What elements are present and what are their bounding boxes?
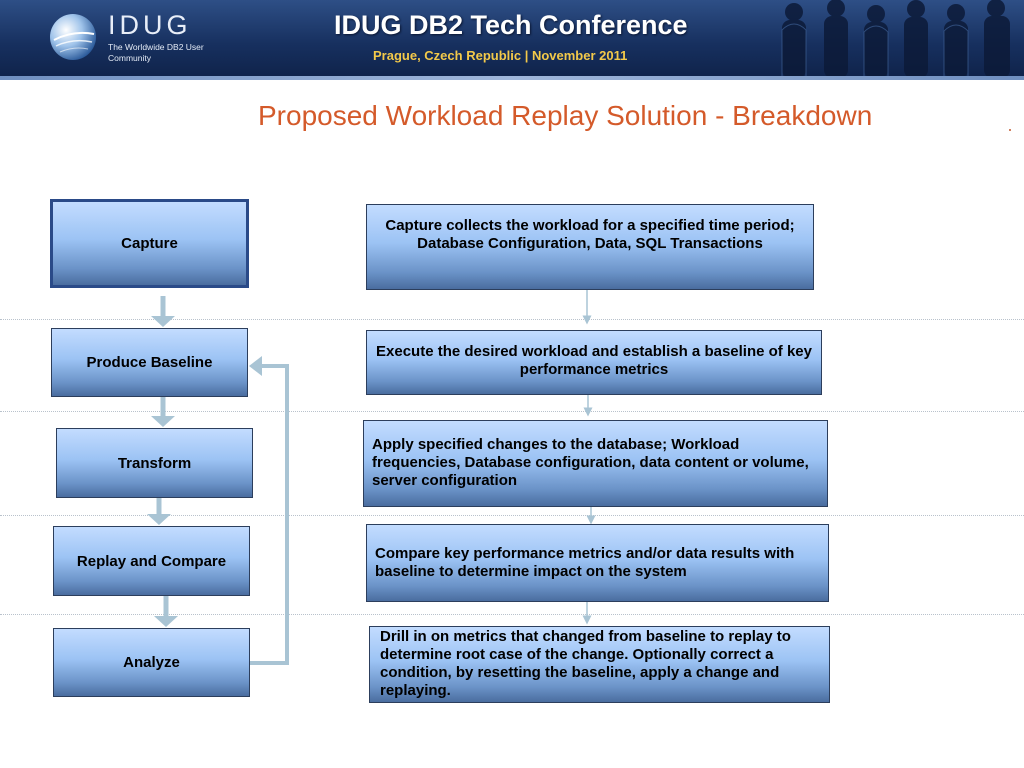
step-label: Analyze: [123, 654, 180, 671]
step-replay-and-compare: Replay and Compare: [53, 526, 250, 596]
conference-title: IDUG DB2 Tech Conference: [334, 10, 688, 40]
description-produce-baseline: Execute the desired workload and establi…: [366, 330, 822, 395]
step-capture: Capture: [50, 199, 249, 288]
idug-logo-tagline: The Worldwide DB2 User Community: [108, 42, 204, 63]
conference-banner: IDUG The Worldwide DB2 User Community ID…: [0, 0, 1024, 80]
step-label: Replay and Compare: [76, 552, 227, 570]
row-separator: [0, 515, 1024, 516]
description-analyze: Drill in on metrics that changed from ba…: [369, 626, 830, 703]
row-separator: [0, 411, 1024, 412]
description-text: Capture collects the workload for a spec…: [385, 217, 795, 252]
description-text: Drill in on metrics that changed from ba…: [380, 628, 791, 699]
idug-globe-icon: [50, 14, 96, 60]
idug-logo-text: IDUG: [108, 10, 192, 40]
arrow-analyze-feedback-loop: [250, 364, 289, 665]
description-text: Execute the desired workload and establi…: [376, 343, 812, 378]
step-analyze: Analyze: [53, 628, 250, 697]
conference-subtitle: Prague, Czech Republic | November 2011: [373, 48, 628, 63]
decorative-dot: [1009, 129, 1011, 131]
slide-title: Proposed Workload Replay Solution - Brea…: [258, 100, 873, 131]
description-transform: Apply specified changes to the database;…: [363, 420, 828, 507]
description-capture: Capture collects the workload for a spec…: [366, 204, 814, 290]
banner-divider: [0, 76, 1024, 80]
step-label: Transform: [117, 454, 192, 472]
step-transform: Transform: [56, 428, 253, 498]
step-label: Produce Baseline: [86, 354, 213, 371]
crowd-silhouette-image: [781, 0, 1010, 78]
step-label: Capture: [121, 235, 178, 252]
description-replay-and-compare: Compare key performance metrics and/or d…: [366, 524, 829, 602]
row-separator: [0, 319, 1024, 320]
description-text: Apply specified changes to the database;…: [372, 436, 809, 489]
description-text: Compare key performance metrics and/or d…: [375, 545, 795, 580]
row-separator: [0, 614, 1024, 615]
step-produce-baseline: Produce Baseline: [51, 328, 248, 397]
